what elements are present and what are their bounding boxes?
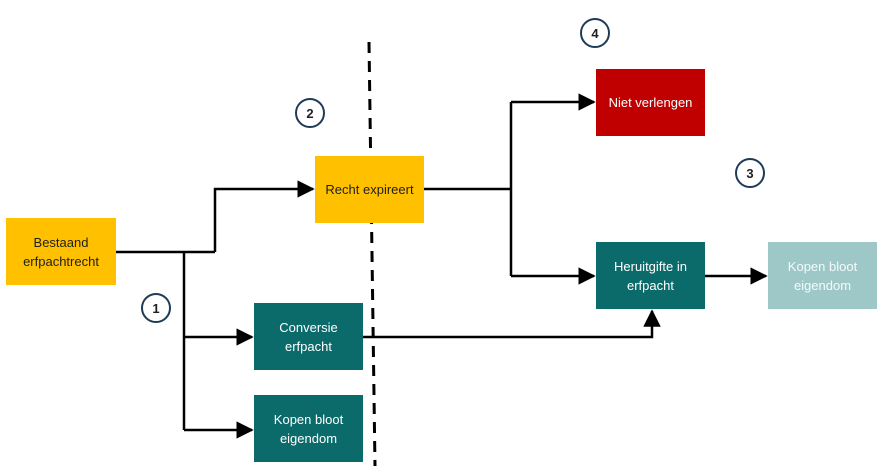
connector-to-recht-expireert xyxy=(213,180,315,252)
step-number-badge: 3 xyxy=(735,158,765,188)
box-kopen-bloot-eigendom-right: Kopen bloot eigendom xyxy=(768,242,877,309)
step-number-badge: 2 xyxy=(295,98,325,128)
box-recht-expireert: Recht expireert xyxy=(315,156,424,223)
connector-conversie-to-heruitgifte xyxy=(363,309,661,339)
box-kopen-bloot-eigendom-left: Kopen bloot eigendom xyxy=(254,395,363,462)
box-niet-verlengen: Niet verlengen xyxy=(596,69,705,136)
box-label: Conversie erfpacht xyxy=(279,319,338,354)
time-divider-line xyxy=(367,41,377,467)
box-label: Kopen bloot eigendom xyxy=(273,411,344,446)
box-label: Niet verlengen xyxy=(608,95,693,110)
box-label: Recht expireert xyxy=(325,182,414,197)
box-bestaand-erfpachtrecht: Bestaand erfpachtrecht xyxy=(6,218,116,285)
box-label: Bestaand erfpachtrecht xyxy=(23,234,99,269)
box-label: Kopen bloot eigendom xyxy=(787,258,858,293)
step-number-badge: 1 xyxy=(141,293,171,323)
box-label: Heruitgifte in erfpacht xyxy=(614,258,687,293)
step-number-badge: 4 xyxy=(580,18,610,48)
box-conversie-erfpacht: Conversie erfpacht xyxy=(254,303,363,370)
box-heruitgifte-in-erfpacht: Heruitgifte in erfpacht xyxy=(596,242,705,309)
